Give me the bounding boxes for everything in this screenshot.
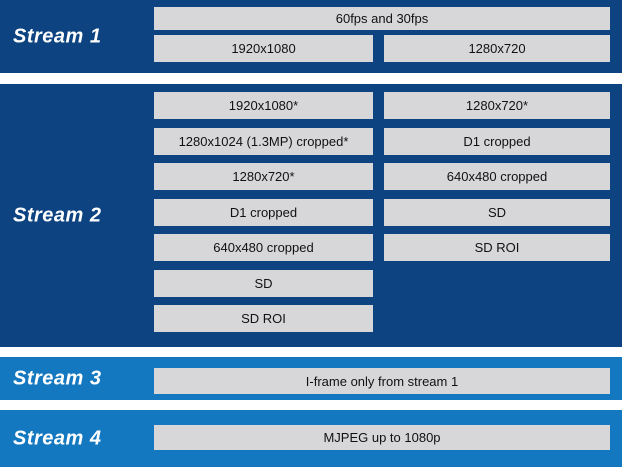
stream-2-resolution-box: 1280x720* bbox=[384, 92, 610, 119]
stream-2-resolution-box: D1 cropped bbox=[384, 128, 610, 155]
stream-2-resolution-box: D1 cropped bbox=[154, 199, 373, 226]
stream-4-description-box: MJPEG up to 1080p bbox=[154, 425, 610, 450]
stream-2-label: Stream 2 bbox=[13, 204, 102, 226]
stream-2-resolution-box: 1920x1080* bbox=[154, 92, 373, 119]
stream-3-label: Stream 3 bbox=[13, 367, 102, 389]
stream-1-framerate-box: 60fps and 30fps bbox=[154, 7, 610, 30]
stream-2-resolution-box: SD ROI bbox=[384, 234, 610, 261]
stream-3-band: Stream 3 I-frame only from stream 1 bbox=[0, 357, 622, 400]
stream-2-resolution-box: 640x480 cropped bbox=[154, 234, 373, 261]
stream-1-label: Stream 1 bbox=[13, 25, 102, 47]
stream-1-resolution-box: 1280x720 bbox=[384, 35, 610, 62]
stream-2-resolution-box: SD bbox=[384, 199, 610, 226]
stream-2-resolution-box: SD bbox=[154, 270, 373, 297]
stream-2-resolution-box: 1280x1024 (1.3MP) cropped* bbox=[154, 128, 373, 155]
stream-4-band: Stream 4 MJPEG up to 1080p bbox=[0, 410, 622, 467]
stream-2-resolution-box: 1280x720* bbox=[154, 163, 373, 190]
stream-1-band: Stream 1 60fps and 30fps 1920x1080 1280x… bbox=[0, 0, 622, 73]
stream-4-label: Stream 4 bbox=[13, 427, 102, 449]
stream-2-band: Stream 2 1920x1080* 1280x1024 (1.3MP) cr… bbox=[0, 84, 622, 347]
stream-2-resolution-box: SD ROI bbox=[154, 305, 373, 332]
stream-1-resolution-box: 1920x1080 bbox=[154, 35, 373, 62]
stream-2-resolution-box: 640x480 cropped bbox=[384, 163, 610, 190]
stream-3-description-box: I-frame only from stream 1 bbox=[154, 368, 610, 394]
